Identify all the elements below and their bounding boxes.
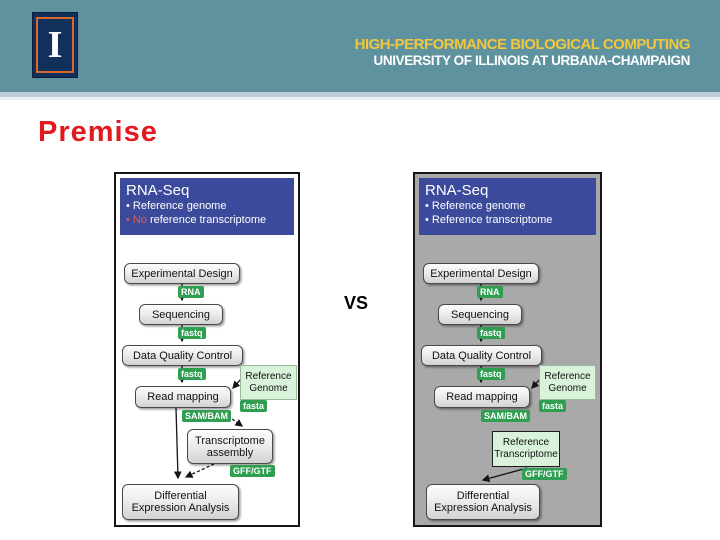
info-box-title: RNA-Seq: [126, 182, 190, 199]
reference-transcriptome-line2: Transcriptome: [494, 449, 558, 460]
differential-line1: Differential: [456, 490, 510, 502]
file-tag-sam-bam: SAM/BAM: [182, 410, 231, 422]
file-tag-fasta: fasta: [240, 400, 268, 412]
node-experimental-design: Experimental Design: [124, 263, 240, 284]
page-title: Premise: [38, 116, 158, 148]
node-transcriptome-assembly: Transcriptome assembly: [187, 429, 273, 464]
node-differential-expression: Differential Expression Analysis: [122, 484, 239, 520]
university-logo: I: [32, 12, 78, 78]
file-tag-fastq: fastq: [477, 368, 505, 380]
file-tag-fastq: fastq: [178, 327, 206, 339]
illinois-i-icon: I: [47, 24, 63, 66]
node-data-quality-control: Data Quality Control: [122, 345, 243, 366]
file-tag-rna: RNA: [477, 286, 503, 298]
logo-frame: I: [36, 17, 74, 73]
reference-genome-box: Reference Genome: [240, 365, 297, 400]
node-differential-expression: Differential Expression Analysis: [426, 484, 540, 520]
file-tag-gff-gtf: GFF/GTF: [522, 468, 567, 480]
file-tag-fastq: fastq: [178, 368, 206, 380]
info-bullet-genome: • Reference genome: [425, 200, 526, 212]
rna-seq-info-box: RNA-Seq • Reference genome • Reference t…: [419, 178, 596, 235]
file-tag-sam-bam: SAM/BAM: [481, 410, 530, 422]
differential-line1: Differential: [154, 490, 207, 502]
org-name-line2: UNIVERSITY OF ILLINOIS AT URBANA-CHAMPAI…: [373, 53, 691, 68]
reference-genome-line1: Reference: [544, 370, 591, 382]
bullet-rest: reference transcriptome: [149, 213, 267, 226]
differential-line2: Expression Analysis: [434, 502, 532, 514]
reference-genome-box: Reference Genome: [539, 365, 596, 400]
reference-transcriptome-line1: Reference: [502, 437, 550, 448]
node-sequencing: Sequencing: [139, 304, 223, 325]
file-tag-fasta: fasta: [539, 400, 567, 412]
file-tag-fastq: fastq: [477, 327, 505, 339]
info-bullet-genome: • Reference genome: [126, 200, 227, 212]
workflow-panel-right: RNA-Seq • Reference genome • Reference t…: [413, 172, 602, 527]
node-read-mapping: Read mapping: [135, 386, 231, 408]
info-box-title: RNA-Seq: [425, 182, 489, 199]
reference-genome-line2: Genome: [548, 382, 587, 394]
reference-genome-line2: Genome: [249, 382, 288, 394]
assembly-line1: Transcriptome: [195, 434, 265, 447]
org-name-line1: HIGH-PERFORMANCE BIOLOGICAL COMPUTING: [354, 36, 691, 53]
node-read-mapping: Read mapping: [434, 386, 530, 408]
node-sequencing: Sequencing: [438, 304, 522, 325]
header-divider-highlight: [0, 97, 720, 100]
file-tag-rna: RNA: [178, 286, 204, 298]
header-divider-strip: [0, 92, 720, 97]
file-tag-gff-gtf: GFF/GTF: [230, 465, 275, 477]
reference-transcriptome-box: Reference Transcriptome: [492, 431, 560, 467]
assembly-line2: assembly: [206, 446, 254, 459]
reference-genome-line1: Reference: [245, 370, 292, 382]
slide-header: I HIGH-PERFORMANCE BIOLOGICAL COMPUTING …: [0, 0, 720, 92]
no-highlight: • No: [126, 213, 147, 226]
vs-label: VS: [344, 293, 369, 313]
node-experimental-design: Experimental Design: [423, 263, 539, 284]
header-text-block: HIGH-PERFORMANCE BIOLOGICAL COMPUTING UN…: [354, 36, 691, 69]
differential-line2: Expression Analysis: [131, 502, 230, 514]
info-bullet-transcriptome: • Reference transcriptome: [425, 213, 553, 226]
node-data-quality-control: Data Quality Control: [421, 345, 542, 366]
